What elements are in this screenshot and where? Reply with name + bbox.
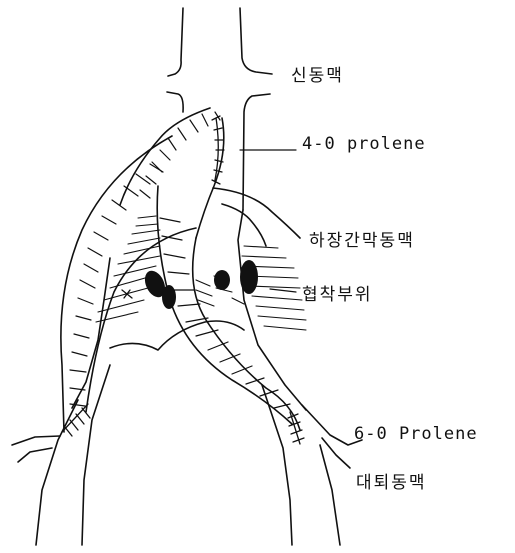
label-inferior-mesenteric-artery: 하장간막동맥	[309, 226, 415, 251]
femoral-arteries	[12, 365, 362, 545]
label-suture-6-0: 6-0 Prolene	[354, 424, 478, 444]
graft-left-limb	[61, 136, 196, 432]
label-stenosis-site: 협착부위	[302, 280, 373, 305]
aorta-upper	[167, 8, 272, 210]
suture-stitches	[62, 116, 304, 444]
label-renal-artery: 신동맥	[291, 61, 344, 86]
inferior-mesenteric-artery	[213, 188, 300, 246]
label-suture-4-0: 4-0 prolene	[302, 134, 426, 154]
label-femoral-artery: 대퇴동맥	[356, 468, 427, 493]
graft-trunk	[120, 108, 224, 238]
stenosis-hatching	[96, 216, 306, 330]
